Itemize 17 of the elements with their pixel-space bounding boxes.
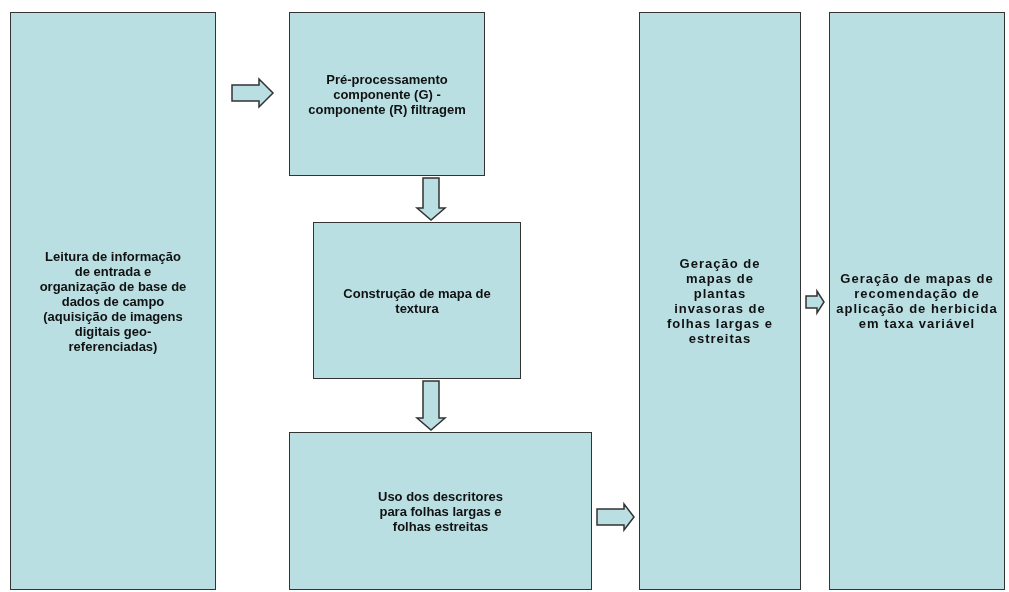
block-arrow (805, 288, 825, 316)
process-box (313, 222, 521, 379)
block-arrow (414, 177, 448, 221)
process-box (10, 12, 216, 590)
block-arrow (596, 501, 635, 533)
process-box (289, 12, 485, 176)
box-text: Geração de mapas de plantas invasoras de folhas largas e estreitas (665, 256, 774, 346)
block-arrow (414, 380, 448, 431)
box-text: Construção de mapa de textura (342, 285, 492, 316)
process-box (289, 432, 592, 590)
box-text: Geração de mapas de recomendação de aplicação de herbicida em taxa variável (836, 271, 998, 331)
block-arrow (231, 77, 275, 109)
box-text: Leitura de informação de entrada e organização de base de dados de campo (aquisição de imagens digitais geo-referenciadas) (38, 248, 188, 354)
process-box (639, 12, 801, 590)
box-text: Uso dos descritores para folhas largas e folhas estreitas (377, 488, 504, 534)
process-box (829, 12, 1005, 590)
box-text: Pré-processamento componente (G) - componente (R) filtragem (307, 71, 467, 117)
